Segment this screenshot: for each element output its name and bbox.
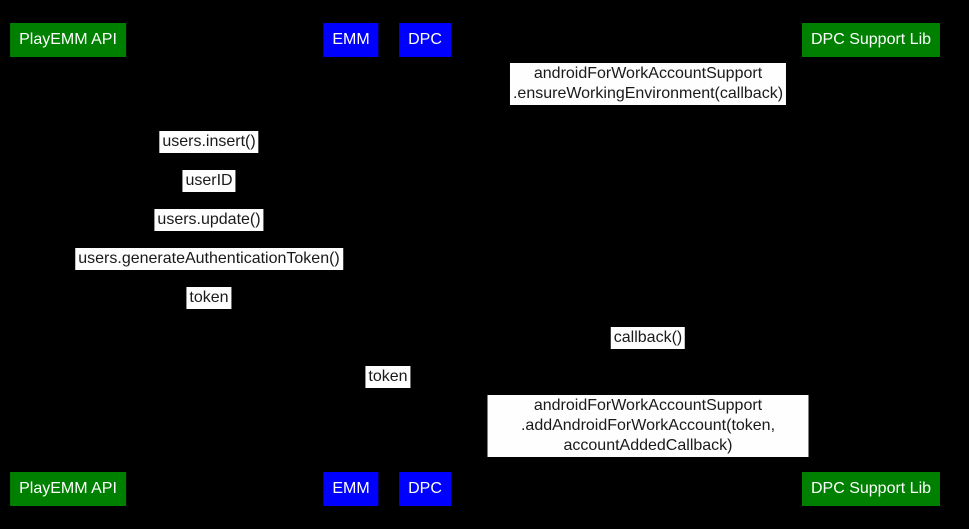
actor-dpc-bottom: DPC (399, 472, 451, 506)
message-ensure-working-environment: androidForWorkAccountSupport .ensureWork… (509, 63, 787, 105)
actor-emm-top: EMM (323, 23, 379, 57)
message-users-update: users.update() (154, 209, 264, 231)
message-userid: userID (182, 170, 236, 192)
actor-emm-bottom: EMM (323, 472, 379, 506)
message-add-android-for-work-account: androidForWorkAccountSupport .addAndroid… (487, 395, 809, 457)
message-callback: callback() (610, 327, 686, 349)
message-users-insert: users.insert() (159, 131, 259, 153)
actor-dpc-support-lib-bottom: DPC Support Lib (801, 472, 941, 506)
actor-dpc-support-lib-top: DPC Support Lib (801, 23, 941, 57)
actor-playemm-api-bottom: PlayEMM API (10, 472, 126, 506)
message-token-to-emm: token (186, 287, 232, 309)
actor-playemm-api-top: PlayEMM API (10, 23, 126, 57)
actor-dpc-top: DPC (399, 23, 451, 57)
message-token-to-dpc: token (365, 366, 411, 388)
message-generate-authentication-token: users.generateAuthenticationToken() (75, 248, 343, 270)
